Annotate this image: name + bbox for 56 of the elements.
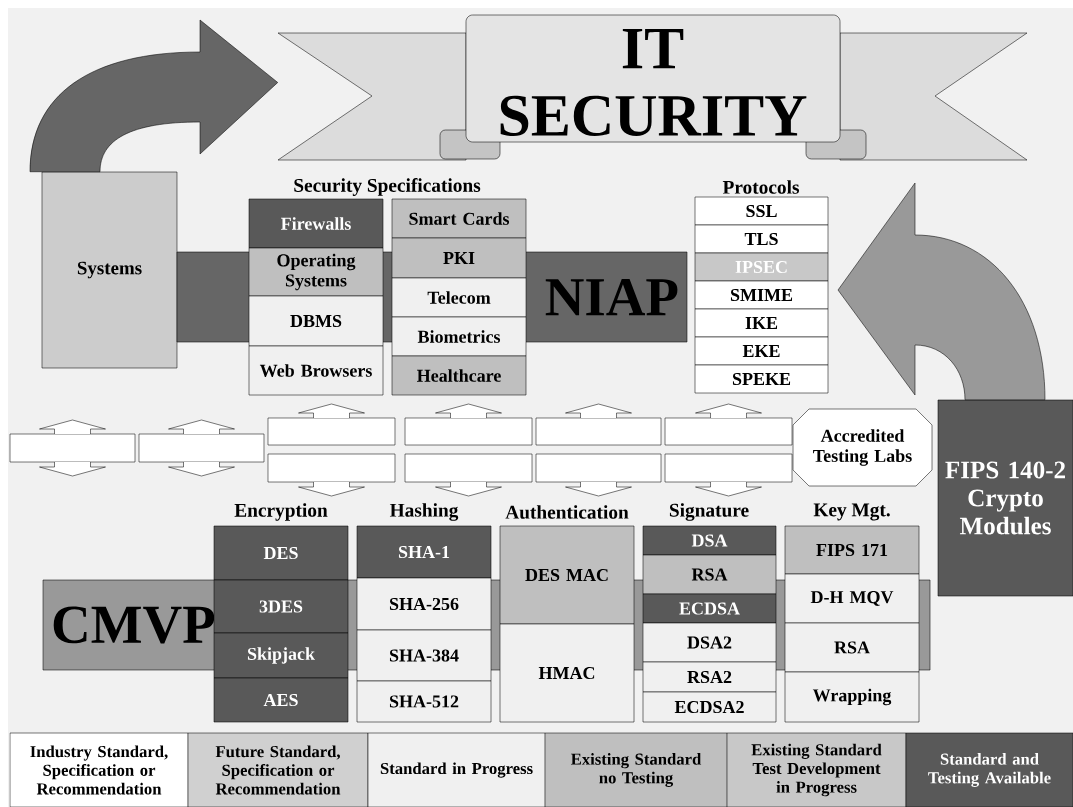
category-cell: Biometrics (391, 316, 527, 357)
curved-arrow (29, 19, 278, 172)
category-cell: Skipjack (213, 632, 349, 679)
category-cell: Smart Cards (391, 198, 527, 239)
legend-item: Future Standard, Specification or Recommendation (187, 732, 369, 807)
legend-item: Standard and Testing Available (905, 732, 1073, 807)
category-cell: RSA2 (642, 661, 777, 693)
category-cell: PKI (391, 237, 527, 279)
category-cell: SHA-384 (356, 629, 492, 682)
systems-box: Systems (41, 171, 178, 369)
category-cell: Wrapping (784, 671, 920, 723)
double-arrow-box (404, 453, 533, 497)
legend-item: Industry Standard, Specification or Recommendation (9, 732, 189, 807)
category-cell: SHA-512 (356, 680, 492, 723)
double-arrow-box (9, 419, 136, 477)
category-cell: IKE (694, 308, 829, 338)
double-arrow-box (267, 453, 396, 497)
double-arrow-box (267, 403, 396, 446)
category-cell: Firewalls (248, 198, 384, 249)
category-cell: TLS (694, 224, 829, 254)
category-cell: DES (213, 525, 349, 581)
category-cell: SMIME (694, 280, 829, 310)
column-heading: Hashing (389, 503, 459, 521)
column-heading: Signature (669, 503, 749, 521)
category-cell: FIPS 171 (784, 525, 920, 575)
curved-arrow (837, 182, 1046, 400)
double-arrow-box (138, 419, 265, 477)
column-heading: Security Specifications (294, 178, 481, 196)
category-cell: RSA (642, 554, 777, 595)
category-cell: DES MAC (499, 525, 635, 625)
category-cell: AES (213, 677, 349, 723)
category-cell: HMAC (499, 623, 635, 723)
plaque: Accredited Testing Labs (792, 408, 933, 487)
category-cell: EKE (694, 336, 829, 366)
legend-item: Existing Standard no Testing (544, 732, 728, 807)
column-heading: Protocols (722, 180, 800, 194)
legend-item: Existing Standard Test Development in Progress (726, 732, 907, 807)
category-cell: DSA (642, 525, 777, 556)
double-arrow-box (535, 453, 662, 497)
category-cell: SSL (694, 196, 829, 226)
category-cell: Web Browsers (248, 345, 384, 396)
legend-item: Standard in Progress (367, 732, 546, 807)
banner-ribbon: IT SECURITY (277, 14, 1028, 161)
double-arrow-box (664, 453, 793, 497)
category-cell: SPEKE (694, 364, 829, 394)
category-cell: D-H MQV (784, 573, 920, 624)
double-arrow-box (664, 403, 793, 446)
column-heading: Key Mgt. (813, 503, 890, 521)
category-cell: SHA-1 (356, 525, 492, 579)
double-arrow-box (404, 403, 533, 446)
double-arrow-box (535, 403, 662, 446)
column-heading: Encryption (234, 503, 328, 521)
category-cell: Healthcare (391, 355, 527, 396)
module-box: FIPS 140-2 Crypto Modules (937, 399, 1073, 597)
column-heading: Authentication (505, 505, 629, 519)
category-cell: ECDSA2 (642, 691, 777, 723)
